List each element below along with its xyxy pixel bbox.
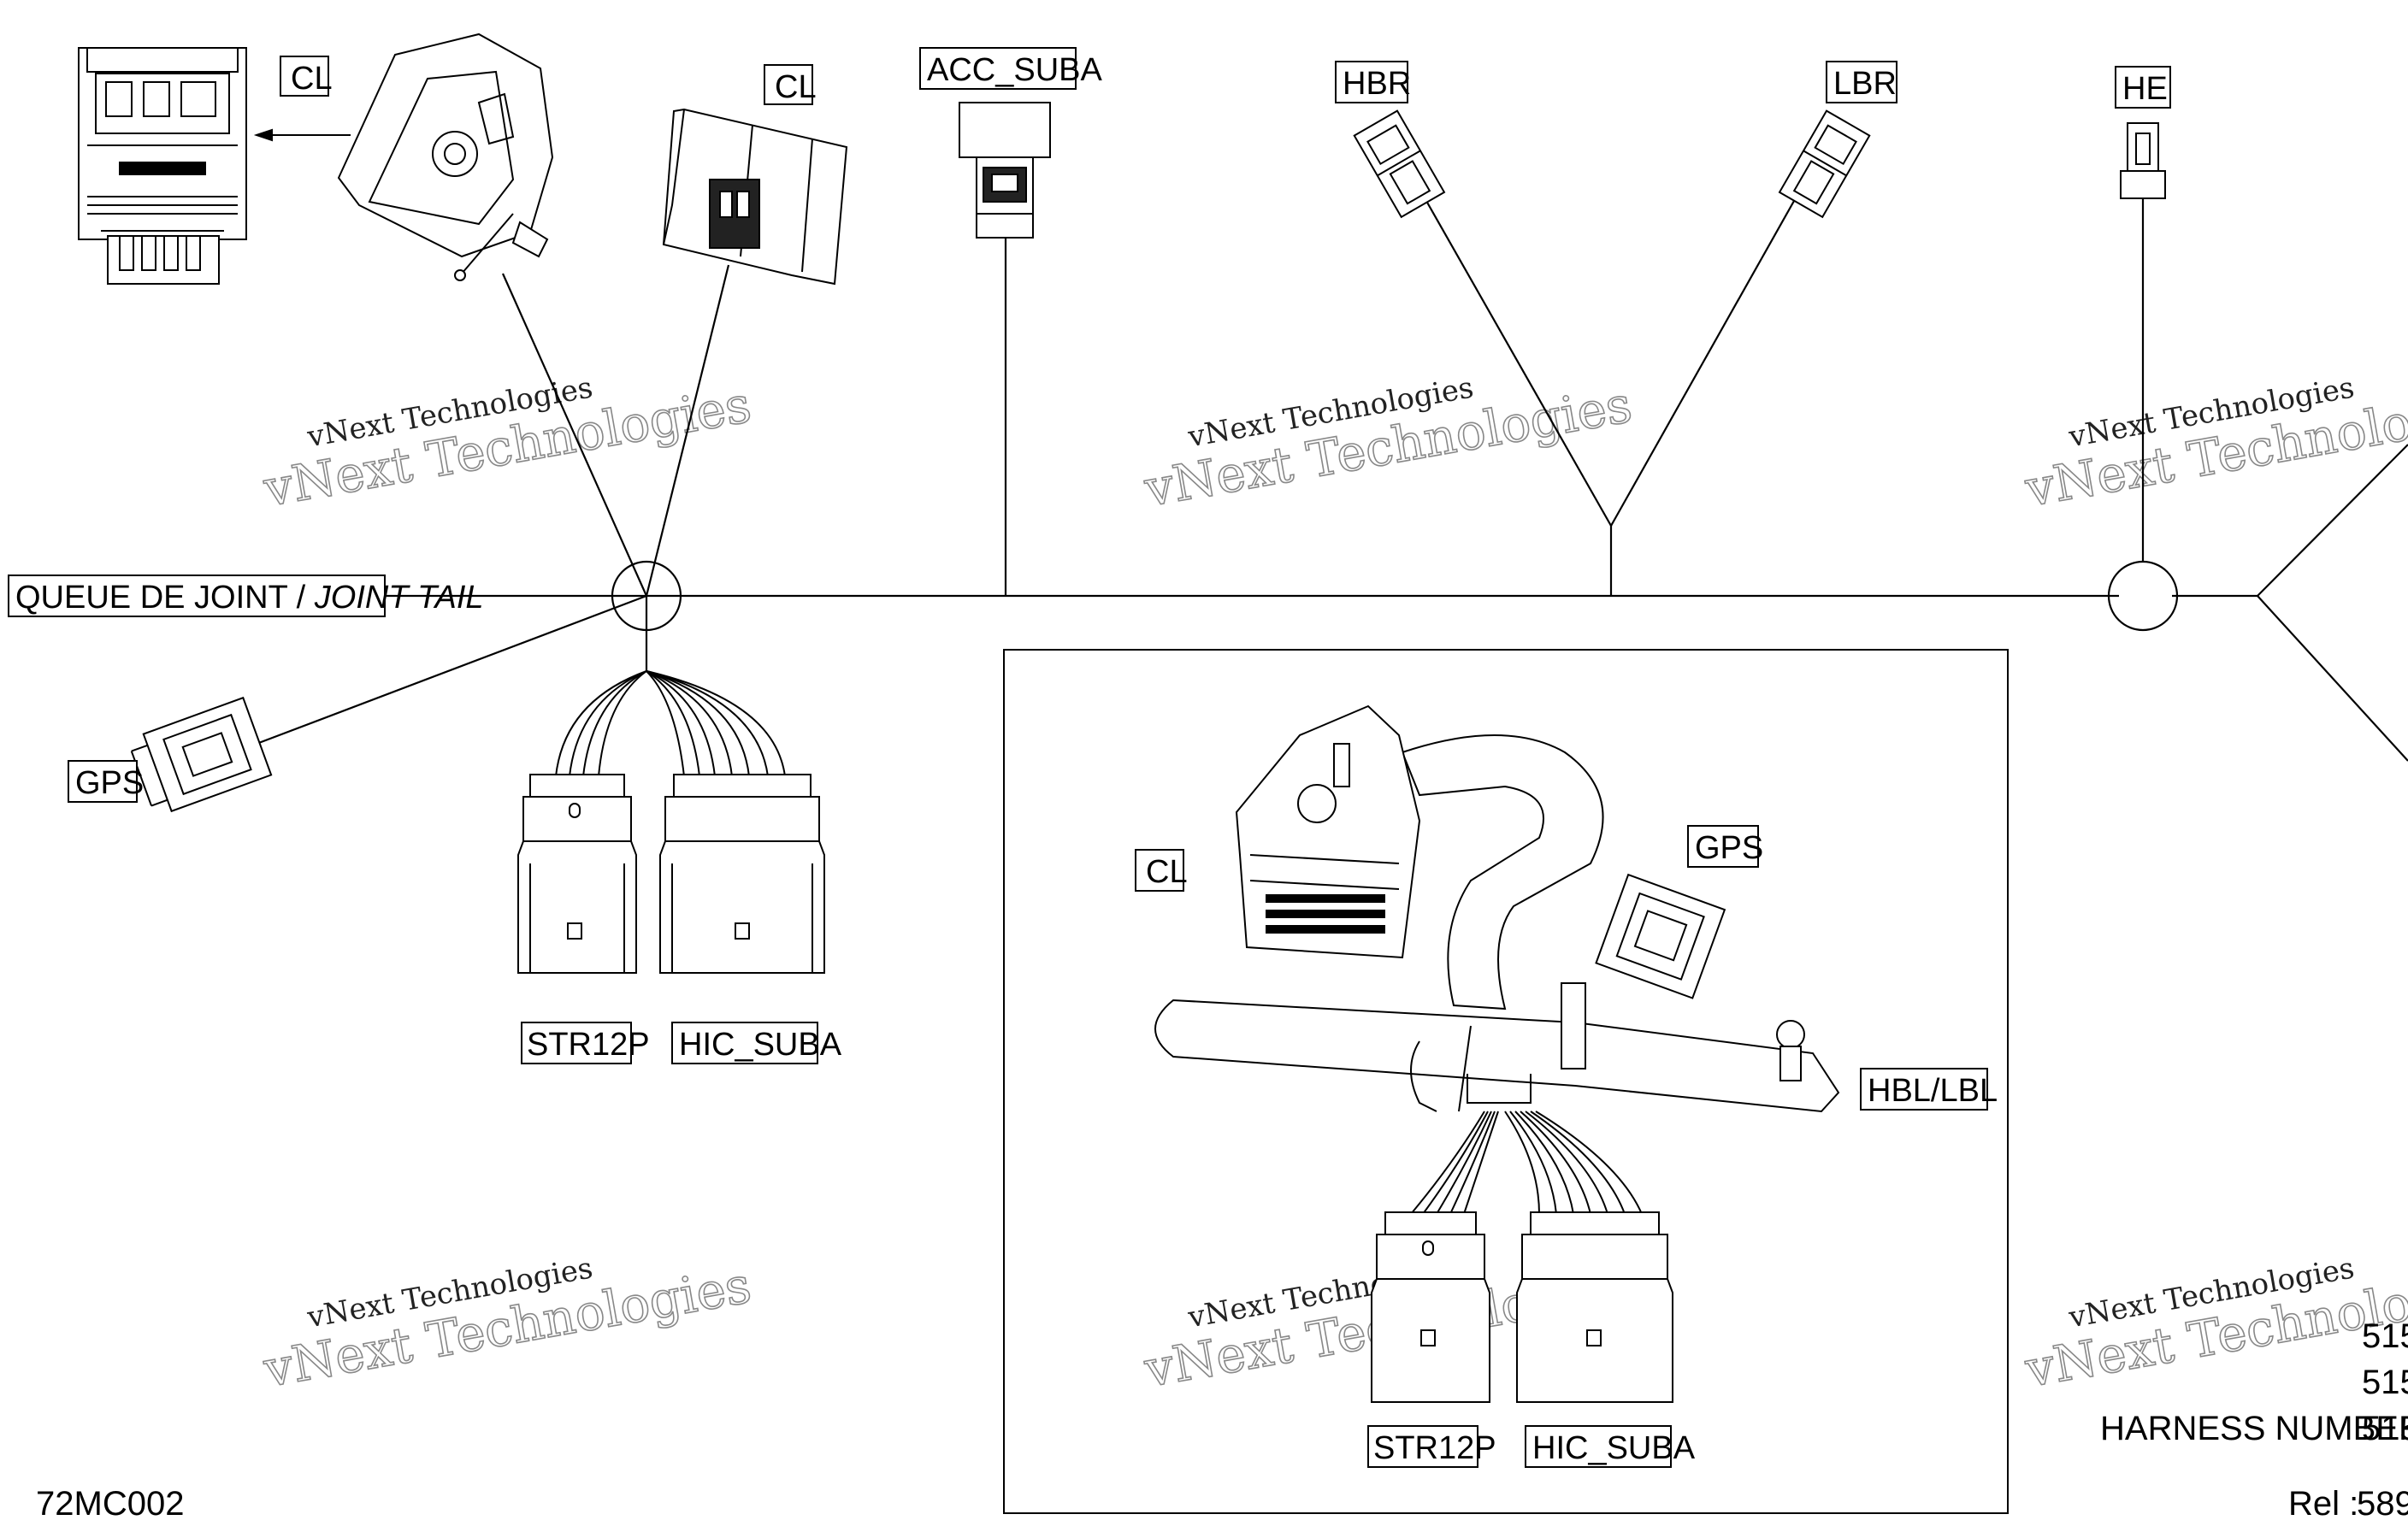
label-he: HE [2115, 66, 2171, 109]
label-cl-inset: CL [1135, 849, 1188, 892]
hic-suba-connector-left [659, 774, 825, 974]
svg-text:LBR: LBR [1833, 66, 1897, 102]
part-number-1: 515 [2362, 1317, 2408, 1355]
svg-text:CL: CL [775, 69, 817, 105]
cl-connector-angled [337, 32, 554, 281]
label-cl-top-left: CL [280, 56, 333, 97]
cl-connector-front-view [78, 47, 247, 285]
label-hbr: HBR [1335, 61, 1411, 103]
svg-text:ACC_SUBA: ACC_SUBA [927, 52, 1102, 88]
svg-text:HBL/LBL: HBL/LBL [1868, 1073, 1998, 1109]
svg-text:HBR: HBR [1343, 66, 1411, 102]
label-str12p-inset: STR12P [1367, 1425, 1496, 1468]
harness-trunk [256, 198, 2408, 762]
str12p-connector-left [517, 774, 637, 974]
label-lbr: LBR [1826, 61, 1897, 103]
svg-text:HIC_SUBA: HIC_SUBA [1532, 1430, 1696, 1466]
watermark-1: vNext Technologies vNext Technologies [258, 370, 756, 518]
inset-frame [1003, 649, 2009, 1514]
harness-number-value: 515 [2362, 1410, 2408, 1447]
watermark-4: vNext Technologies vNext Technologies [258, 1251, 756, 1399]
svg-text:HIC_SUBA: HIC_SUBA [679, 1027, 842, 1063]
hic-suba-connector-inset [1516, 1211, 1673, 1403]
harness-number-label: HARNESS NUMBER: [2100, 1410, 2408, 1447]
lbr-connector [1778, 109, 1871, 219]
svg-text:HE: HE [2122, 71, 2168, 107]
cl-connector-top [662, 108, 848, 286]
gps-connector-left [130, 696, 273, 813]
arrow-icon [253, 128, 351, 142]
svg-text:GPS: GPS [75, 765, 144, 801]
svg-text:QUEUE DE JOINT / JOINT TAIL: QUEUE DE JOINT / JOINT TAIL [15, 580, 484, 616]
label-cl-top-mid: CL [764, 64, 817, 105]
rel-value: 589 [2357, 1485, 2408, 1523]
svg-text:STR12P: STR12P [527, 1027, 650, 1063]
label-hic-suba-left: HIC_SUBA [671, 1022, 842, 1064]
he-connector [2120, 122, 2166, 199]
label-hbl-lbl: HBL/LBL [1860, 1068, 1998, 1111]
inset-harness [1154, 704, 1840, 1113]
label-joint-tail: QUEUE DE JOINT / JOINT TAIL [8, 574, 484, 617]
wire-fan-inset [1410, 1111, 1643, 1215]
label-gps-left: GPS [68, 760, 144, 803]
svg-text:STR12P: STR12P [1373, 1430, 1496, 1466]
str12p-connector-inset [1371, 1211, 1490, 1403]
svg-text:CL: CL [291, 61, 333, 97]
label-str12p-left: STR12P [521, 1022, 650, 1064]
hbr-connector [1353, 109, 1446, 219]
part-number-2: 515 [2362, 1364, 2408, 1401]
watermark-6: vNext Technologies vNext Technologies [2020, 1251, 2408, 1399]
label-hic-suba-inset: HIC_SUBA [1525, 1425, 1696, 1468]
label-gps-inset: GPS [1687, 825, 1763, 868]
watermark-3: vNext Technologies vNext Technologies [2020, 370, 2408, 518]
acc-suba-connector [959, 102, 1051, 239]
drawing-id: 72MC002 [36, 1485, 184, 1523]
wire-fan-left [555, 670, 786, 777]
svg-text:GPS: GPS [1695, 830, 1763, 866]
watermark-2: vNext Technologies vNext Technologies [1139, 370, 1637, 518]
label-acc-suba: ACC_SUBA [919, 47, 1102, 90]
svg-text:CL: CL [1146, 854, 1188, 890]
rel-label: Rel : [2288, 1485, 2358, 1523]
